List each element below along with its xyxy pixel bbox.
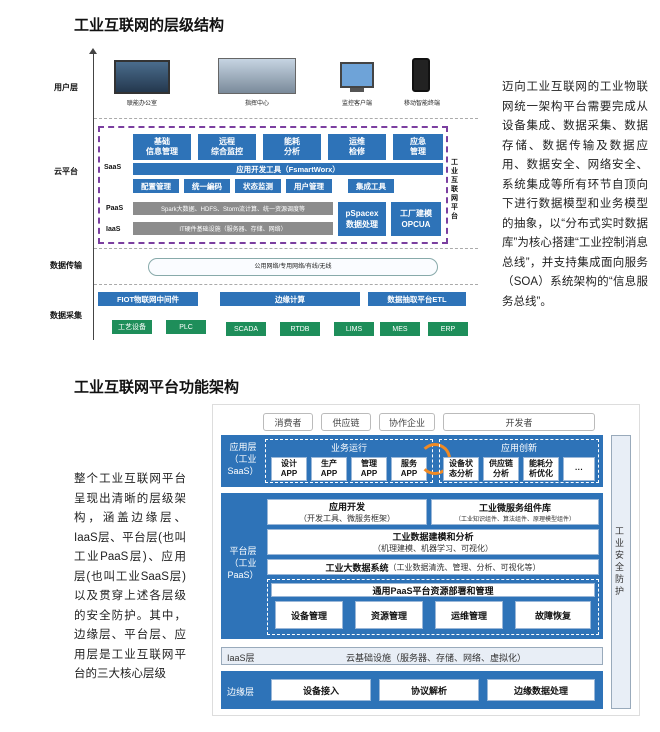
res-item: 故障恢复 <box>515 601 591 629</box>
res-item: 运维管理 <box>435 601 503 629</box>
innov-frame <box>439 439 599 483</box>
iaas-bar: IT硬件基础设施（服务器、存储、网络） <box>133 222 333 235</box>
device-box: SCADA <box>226 322 266 336</box>
top-role-box: 协作企业 <box>379 413 435 431</box>
tool-item: 状态监测 <box>235 179 281 193</box>
tool-item: 集成工具 <box>348 179 394 193</box>
micro-title: 工业微服务组件库 <box>478 503 551 513</box>
edge-item: 协议解析 <box>379 679 479 701</box>
model-sub: （机理建模、机器学习、可视化） <box>373 544 493 553</box>
user-item-office: 联能办公室 <box>126 101 157 107</box>
innov-app: 设备状 态分析 <box>443 457 479 481</box>
paas-res-title: 通用PaaS平台资源部署和管理 <box>271 583 595 597</box>
layer-divider <box>94 118 478 119</box>
layer-label-collect: 数据采集 <box>50 311 82 320</box>
device-box: PLC <box>166 320 206 334</box>
axis-line <box>93 52 94 340</box>
mobile-phone-icon <box>412 58 430 92</box>
biz-app: 设计 APP <box>271 457 307 481</box>
model-title: 工业数据建模和分析 <box>392 532 474 542</box>
office-screen-icon <box>114 60 170 94</box>
saas-label: SaaS <box>104 164 122 171</box>
saas-app: 能耗 分析 <box>263 134 321 160</box>
bigdata-sub: （工业数据清洗、管理、分析、可视化等） <box>388 562 541 572</box>
edge-item: 设备接入 <box>271 679 371 701</box>
user-item-command: 指挥中心 <box>244 101 269 107</box>
axis-arrow-icon <box>89 48 97 54</box>
res-item: 设备管理 <box>275 601 343 629</box>
opcua-box: 工厂建模 OPCUA <box>391 202 441 236</box>
section1-title: 工业互联网的层级结构 <box>74 17 225 34</box>
dev-sub: （开发工具、微服务框架） <box>299 514 395 523</box>
dev-tool-bar: 应用开发工具（FsmartWorx） <box>133 163 443 175</box>
top-role-box: 消费者 <box>263 413 313 431</box>
cloud-platform-frame <box>98 126 448 244</box>
iaas-label: IaaS <box>106 226 121 233</box>
device-box: MES <box>380 322 420 336</box>
layer-divider <box>94 284 478 285</box>
pspacex-box: pSpacex 数据处理 <box>338 202 386 236</box>
iaas-panel <box>221 647 603 665</box>
top-role-box: 开发者 <box>443 413 595 431</box>
paas-label: PaaS <box>106 205 124 212</box>
innov-label: 应用创新 <box>500 443 537 453</box>
biz-run-label: 业务运行 <box>330 443 367 453</box>
iaas-label: IaaS层 <box>227 653 255 663</box>
micro-sub: （工业知识组件、算法组件、原理模型组件） <box>454 517 575 523</box>
top-role-box: 供应链 <box>321 413 371 431</box>
micro-box: 工业微服务组件库 （工业知识组件、算法组件、原理模型组件） <box>431 499 599 525</box>
middleware-box: FIOT物联网中间件 <box>98 292 198 306</box>
layered-architecture-diagram: 用户层 云平台 数据传输 数据采集 联能办公室 指挥中心 监控客户端 移动智能终… <box>48 48 478 352</box>
platform-layer-label: 平台层 （工业 PaaS） <box>227 546 259 580</box>
device-box: RTDB <box>280 322 320 336</box>
layer-label-user: 用户层 <box>54 83 78 92</box>
section2-title: 工业互联网平台功能架构 <box>74 379 240 396</box>
iaas-text: 云基础设施（服务器、存储、网络、虚拟化） <box>345 653 526 663</box>
tool-item: 用户管理 <box>286 179 332 193</box>
monitor-client-icon <box>340 62 374 88</box>
layer-label-transport: 数据传输 <box>50 261 82 270</box>
paas-bar: Spark大数据、HDFS、Storm流计算、统一资源调度等 <box>133 202 333 215</box>
bigdata-title: 工业大数据系统 <box>325 562 389 573</box>
middleware-box: 边缘计算 <box>220 292 360 306</box>
app-layer-label: 应用层 （工业 SaaS） <box>227 442 259 476</box>
dev-box: 应用开发 （开发工具、微服务框架） <box>267 499 427 525</box>
dev-title: 应用开发 <box>328 502 365 512</box>
paas-res-frame <box>267 579 599 635</box>
tool-item: 配置管理 <box>133 179 179 193</box>
network-cloud: 公用网络/专用网络/有线/无线 <box>148 258 438 276</box>
model-box: 工业数据建模和分析 （机理建模、机器学习、可视化） <box>267 529 599 555</box>
security-label: 工业安全防护 <box>615 526 625 596</box>
device-box: 工艺设备 <box>112 320 152 334</box>
security-bar <box>611 435 631 709</box>
biz-app: 管理 APP <box>351 457 387 481</box>
innov-app: 供应链 分析 <box>483 457 519 481</box>
saas-app: 应急 管理 <box>393 134 443 160</box>
user-item-client: 监控客户端 <box>341 101 372 107</box>
monitor-stand <box>350 88 364 92</box>
saas-app: 远程 综合监控 <box>198 134 256 160</box>
layer-label-cloud: 云平台 <box>54 167 78 176</box>
saas-app: 运维 检修 <box>328 134 386 160</box>
device-box: ERP <box>428 322 468 336</box>
biz-app: 生产 APP <box>311 457 347 481</box>
saas-app: 基础 信息管理 <box>133 134 191 160</box>
platform-vertical-label: 工业互联网平台 <box>451 159 458 220</box>
user-item-mobile: 移动智能终端 <box>403 101 440 107</box>
bigdata-box: 工业大数据系统 （工业数据清洗、管理、分析、可视化等） <box>267 559 599 575</box>
intro-paragraph-1: 迈向工业互联网的工业物联网统一架构平台需要完成从设备集成、数据采集、数据存储、数… <box>502 81 648 308</box>
middleware-box: 数据抽取平台ETL <box>368 292 466 306</box>
innov-app: 能耗分 析优化 <box>523 457 559 481</box>
res-item: 资源管理 <box>355 601 423 629</box>
command-center-icon <box>218 58 296 94</box>
innov-app: ··· <box>563 457 595 481</box>
function-architecture-diagram: 消费者 供应链 协作企业 开发者 应用层 （工业 SaaS） 业务运行 设计 A… <box>212 404 640 716</box>
intro-paragraph-2: 整个工业互联网平台呈现出清晰的层级架构，涵盖边缘层、IaaS层、平台层(也叫工业… <box>74 473 186 680</box>
edge-label: 边缘层 <box>227 687 255 697</box>
device-box: LIMS <box>334 322 374 336</box>
edge-item: 边缘数据处理 <box>487 679 595 701</box>
layer-divider <box>94 248 478 249</box>
tool-item: 统一編码 <box>184 179 230 193</box>
